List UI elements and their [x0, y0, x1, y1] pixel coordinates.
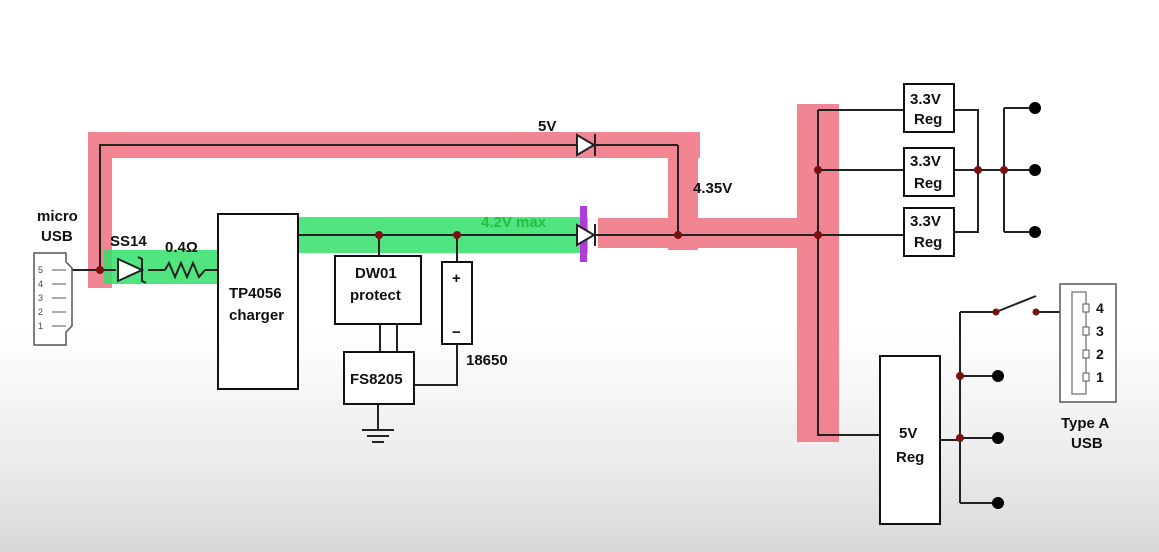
reg-3v3-1-label-line1: 3.3V: [910, 91, 941, 108]
usb-a-label-line2: USB: [1071, 435, 1103, 452]
reg-3v3-2-box: [903, 147, 955, 197]
battery-plus-sign: +: [452, 270, 461, 287]
output-terminals: [992, 102, 1041, 509]
dw01-label-line2: protect: [350, 287, 401, 304]
reg-5v-box: [879, 355, 941, 525]
usb-a-pin-3: 3: [1096, 323, 1104, 339]
dw01-label-line1: DW01: [355, 265, 397, 282]
usb-type-a-connector: [1059, 283, 1117, 403]
usb-a-pin-1: 1: [1096, 369, 1104, 385]
micro-usb-pin-3: 3: [38, 293, 43, 303]
reg-3v3-3-box: [903, 207, 955, 257]
fs8205-label: FS8205: [350, 371, 403, 388]
ground-symbol: [362, 429, 394, 443]
reg-3v3-3-label-line1: 3.3V: [910, 213, 941, 230]
ss14-diode: [117, 256, 147, 284]
micro-usb-pin-5: 5: [38, 265, 43, 275]
reg-3v3-1-label-line2: Reg: [914, 111, 942, 128]
resistor-label: 0.4Ω: [165, 239, 198, 256]
reg-5v-label-line2: Reg: [896, 449, 924, 466]
reg-3v3-3-label-line2: Reg: [914, 234, 942, 251]
micro-usb-label-line1: micro: [37, 208, 78, 225]
micro-usb-pin-1: 1: [38, 321, 43, 331]
tp4056-label-line2: charger: [229, 307, 284, 324]
junction-nodes: [96, 166, 1040, 442]
tp4056-charger-box: [217, 213, 299, 390]
label-4-2v-max: 4.2V max: [481, 214, 547, 231]
reg-3v3-2-label-line1: 3.3V: [910, 153, 941, 170]
wires: [68, 107, 1090, 504]
ss14-label: SS14: [110, 233, 147, 250]
battery-minus-sign: −: [452, 324, 461, 341]
diode-5v: [576, 133, 596, 157]
usb-a-pin-2: 2: [1096, 346, 1104, 362]
usb-a-pin-4: 4: [1096, 300, 1104, 316]
battery-18650-label: 18650: [466, 352, 508, 369]
battery-18650-box: [441, 261, 473, 345]
micro-usb-pin-2: 2: [38, 307, 43, 317]
micro-usb-connector: 5 4 3 2 1: [33, 252, 73, 346]
fs8205-box: [343, 351, 415, 405]
usb-a-label-line1: Type A: [1061, 415, 1110, 432]
reg-3v3-1-box: [903, 83, 955, 133]
label-5v: 5V: [538, 118, 556, 135]
dw01-protect-box: [334, 255, 422, 325]
micro-usb-pin-4: 4: [38, 279, 43, 289]
reg-3v3-2-label-line2: Reg: [914, 175, 942, 192]
diode-4v2: [576, 223, 596, 247]
micro-usb-label-line2: USB: [41, 228, 73, 245]
resistor-symbol: [164, 260, 206, 280]
reg-5v-label-line1: 5V: [899, 425, 917, 442]
label-4-35v: 4.35V: [693, 180, 732, 197]
tp4056-label-line1: TP4056: [229, 285, 282, 302]
